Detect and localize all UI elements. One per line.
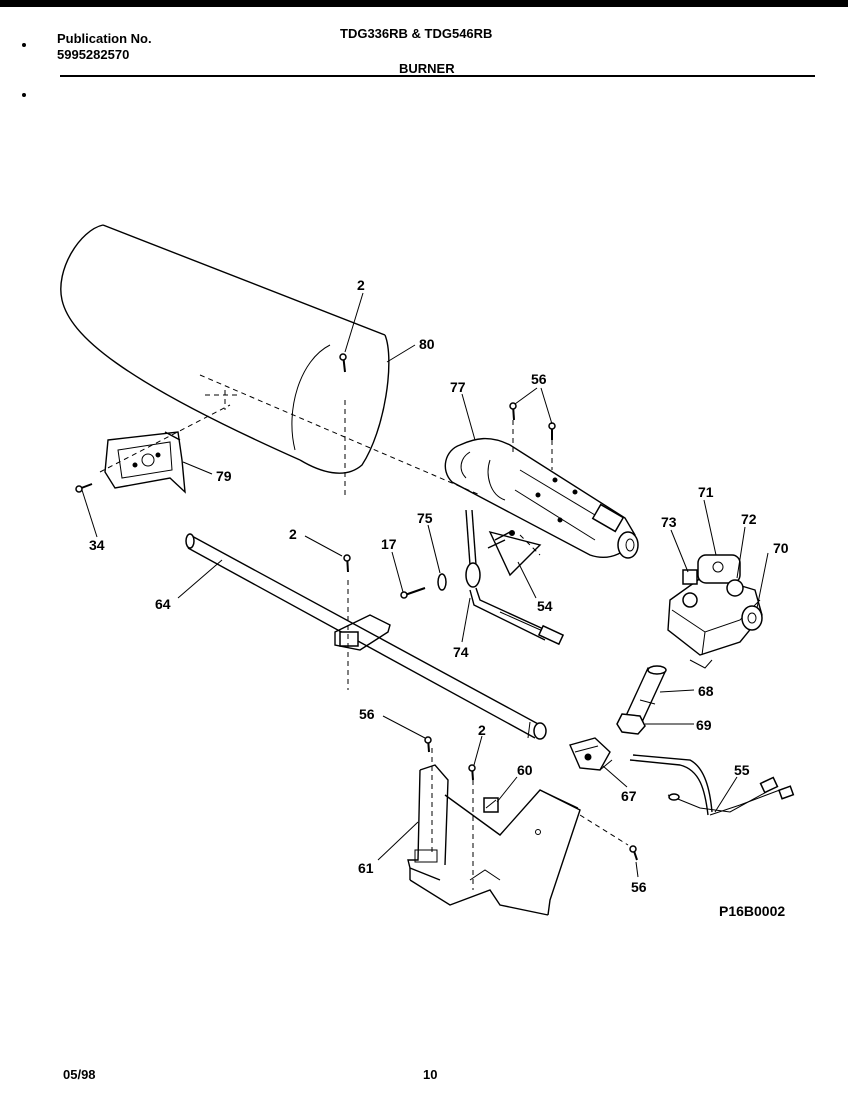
callout-67: 67 — [621, 788, 637, 804]
part-69-nut — [616, 713, 646, 735]
callout-61: 61 — [358, 860, 374, 876]
callout-labels: 2 80 77 56 79 34 71 73 72 70 75 17 2 54 … — [89, 277, 789, 895]
part-80-combustion-chamber — [60, 224, 481, 496]
callout-71: 71 — [698, 484, 714, 500]
margin-dot — [22, 43, 26, 47]
callout-74: 74 — [453, 644, 469, 660]
callout-68: 68 — [698, 683, 714, 699]
callout-70: 70 — [773, 540, 789, 556]
assembly-guide-line — [199, 374, 481, 496]
callout-64: 64 — [155, 596, 171, 612]
part-70-gas-valve — [667, 554, 763, 669]
part-56-screw-right — [579, 814, 638, 861]
callout-77: 77 — [450, 379, 466, 395]
footer-date: 05/98 — [63, 1067, 96, 1082]
callout-60: 60 — [517, 762, 533, 778]
callout-72: 72 — [741, 511, 757, 527]
callout-56: 56 — [359, 706, 375, 722]
callout-2: 2 — [478, 722, 486, 738]
section-title: BURNER — [399, 61, 455, 76]
part-34-screw — [75, 483, 93, 493]
callout-2: 2 — [357, 277, 365, 293]
part-61-mounting-bracket — [407, 748, 581, 916]
part-68-pipe-nipple — [624, 665, 667, 723]
callout-55: 55 — [734, 762, 750, 778]
callout-34: 34 — [89, 537, 105, 553]
part-67-sensor — [569, 737, 613, 771]
part-74-igniter — [465, 509, 565, 646]
callout-2: 2 — [289, 526, 297, 542]
callout-80: 80 — [419, 336, 435, 352]
part-79-bracket — [99, 404, 231, 494]
part-2-screw-lower — [468, 764, 476, 781]
callout-79: 79 — [216, 468, 232, 484]
figure-code: P16B0002 — [719, 903, 785, 919]
callout-69: 69 — [696, 717, 712, 733]
margin-dot — [22, 93, 26, 97]
part-2-screw-upper — [339, 353, 347, 373]
part-56-screw-left — [424, 736, 432, 753]
callout-56: 56 — [631, 879, 647, 895]
callout-73: 73 — [661, 514, 677, 530]
model-numbers: TDG336RB & TDG546RB — [340, 26, 493, 41]
page-number: 10 — [423, 1067, 438, 1082]
leader-lines — [81, 292, 769, 878]
part-60-clip — [483, 797, 499, 813]
publication-label: Publication No. — [57, 31, 152, 46]
part-56-screws-upper — [509, 402, 556, 440]
callout-56: 56 — [531, 371, 547, 387]
part-75-washer — [437, 573, 447, 591]
callout-17: 17 — [381, 536, 397, 552]
part-64-burner-tube — [185, 533, 547, 740]
publication-number: 5995282570 — [57, 47, 130, 62]
callout-75: 75 — [417, 510, 433, 526]
header-rule — [60, 75, 815, 77]
part-2-screw-middle — [343, 554, 351, 573]
part-77-burner-housing — [444, 420, 639, 559]
callout-54: 54 — [537, 598, 553, 614]
part-55-wire-harness — [629, 754, 795, 816]
part-17-screw — [400, 587, 426, 599]
part-54-igniter-bracket — [487, 530, 542, 577]
top-border — [0, 0, 848, 7]
